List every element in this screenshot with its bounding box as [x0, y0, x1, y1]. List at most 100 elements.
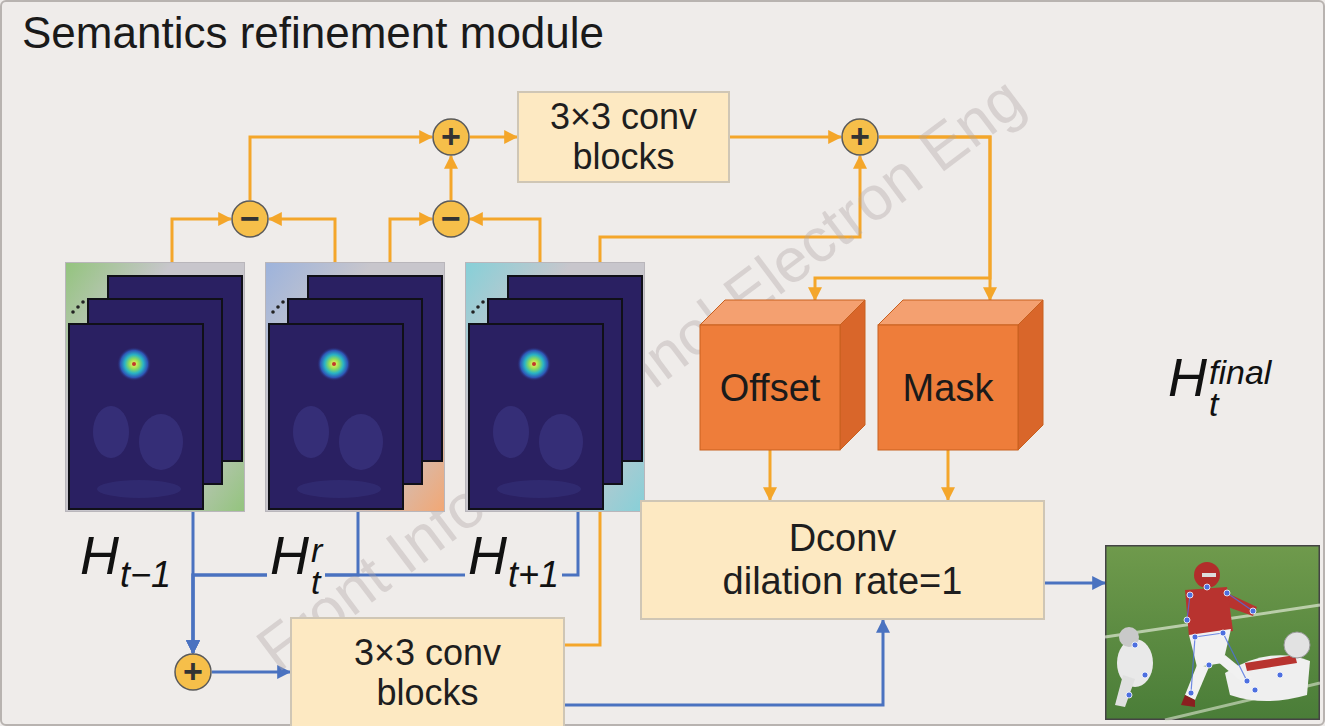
superscript: r [311, 534, 322, 566]
operator-circle-fill [433, 201, 469, 237]
illustration-detail [532, 362, 536, 366]
variable-symbol: H [468, 525, 507, 585]
cube-side [840, 300, 865, 450]
offset-arrow [269, 219, 335, 262]
process-box: Dconv dilation rate=1 [640, 500, 1045, 620]
script-stack: rt [311, 534, 322, 599]
math-label: Ht−1 [77, 528, 174, 593]
math-label: Hfinalt [1165, 350, 1274, 421]
feature-arrow [565, 620, 883, 705]
illustration-detail [539, 414, 583, 470]
illustration-detail [1185, 665, 1209, 700]
offset-arrow [172, 219, 231, 262]
cube-face: Mask [878, 325, 1018, 450]
illustration-detail [139, 414, 183, 470]
illustration-detail [1250, 608, 1256, 614]
variable-symbol: H [1168, 347, 1207, 407]
offset-arrow [947, 450, 950, 500]
operator-circle: − [231, 200, 269, 238]
offset-arrow [390, 219, 432, 262]
operator-circle-fill [433, 119, 469, 155]
illustration-detail [1181, 695, 1195, 707]
illustration-detail [66, 263, 245, 512]
heatmap-illustration [65, 262, 245, 512]
process-box: 3×3 conv blocks [517, 91, 730, 183]
illustration-detail [1119, 627, 1139, 647]
illustration-detail [297, 480, 381, 498]
illustration-detail [1185, 587, 1233, 637]
illustration-detail [1115, 675, 1135, 707]
subscript: t−1 [120, 554, 171, 595]
cube-top [878, 300, 1043, 325]
illustration-detail [471, 310, 475, 314]
pose-photo [1105, 545, 1320, 720]
heatmap-stack: Ht−1 [65, 262, 245, 512]
illustration-detail [93, 406, 129, 458]
operator-circle: + [174, 653, 212, 691]
illustration-detail [271, 310, 275, 314]
operator-symbol: − [441, 201, 461, 235]
block-label: Offset [720, 369, 821, 407]
illustration-detail [132, 362, 136, 366]
offset-arrow [250, 137, 432, 200]
illustration-detail [1220, 630, 1226, 636]
cube-side [1018, 300, 1043, 450]
illustration-detail [1192, 634, 1198, 640]
illustration-detail [476, 305, 480, 309]
subscript: t [311, 566, 322, 598]
process-box: 3×3 conv blocks [290, 617, 565, 726]
illustration-detail [69, 324, 203, 509]
illustration-detail [81, 300, 85, 304]
illustration-detail [1188, 690, 1194, 696]
illustration-detail [97, 480, 181, 498]
block-label: 3×3 conv blocks [335, 633, 520, 714]
illustration-detail [1252, 687, 1258, 693]
cube-block: Offset [700, 300, 865, 450]
illustration-detail [1244, 678, 1250, 684]
operator-circle-fill [175, 654, 211, 690]
offset-arrow [450, 156, 453, 200]
heatmap-stack: Ht+1 [465, 262, 645, 512]
illustration-detail [469, 324, 603, 509]
script-stack: finalt [1209, 356, 1271, 421]
illustration-detail [1284, 632, 1310, 658]
illustration-detail [1187, 592, 1193, 598]
illustration-detail [266, 263, 445, 512]
subscript: t [1209, 388, 1271, 420]
heatmap-illustration [465, 262, 645, 512]
operator-symbol: + [441, 119, 461, 153]
math-label: Hrt [267, 528, 325, 599]
cube-front [878, 325, 1018, 450]
operator-symbol: + [850, 119, 870, 153]
illustration-detail [497, 480, 581, 498]
illustration-detail [269, 324, 403, 509]
operator-symbol: + [183, 654, 203, 688]
illustration-detail [517, 347, 551, 381]
illustration-detail [71, 310, 75, 314]
illustration-detail [1224, 590, 1230, 596]
offset-arrow [470, 136, 517, 139]
subscript: t+1 [508, 554, 559, 595]
heatmap-stack: Hrt [265, 262, 445, 512]
diagram-title: Semantics refinement module [22, 8, 604, 58]
illustration-detail [293, 406, 329, 458]
illustration-detail [1202, 573, 1216, 577]
variable-symbol: H [80, 525, 119, 585]
operator-circle: + [841, 118, 879, 156]
illustration-detail [1126, 692, 1132, 698]
illustration-detail [1106, 546, 1320, 720]
illustration-detail [1277, 672, 1283, 678]
feature-arrow [1045, 582, 1105, 585]
superscript: final [1209, 356, 1271, 388]
illustration-detail [281, 300, 285, 304]
offset-arrow [470, 219, 540, 262]
cube-top [700, 300, 865, 325]
block-label: Dconv dilation rate=1 [708, 517, 978, 602]
illustration-detail [276, 305, 280, 309]
offset-arrow [730, 136, 841, 139]
illustration-detail [493, 406, 529, 458]
illustration-detail [1206, 662, 1212, 668]
cube-face: Offset [700, 325, 840, 450]
math-label: Ht+1 [465, 528, 562, 593]
